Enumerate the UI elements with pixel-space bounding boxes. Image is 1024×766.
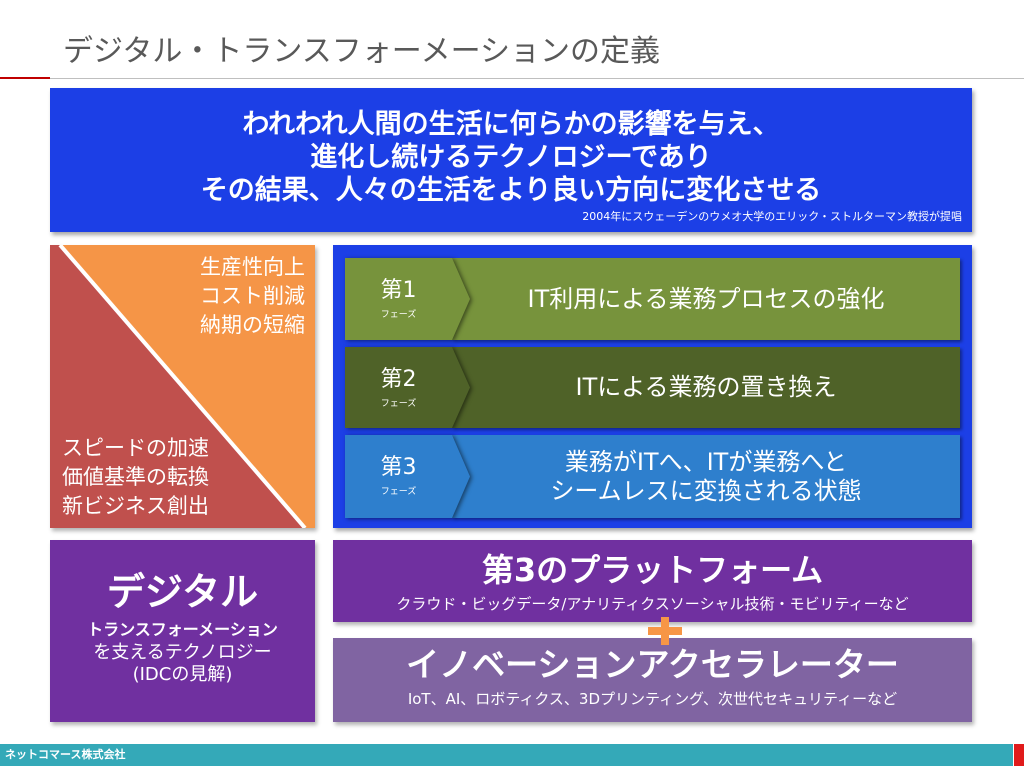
phases-panel: IT利用による業務プロセスの強化 第1 フェーズ ITによる業務の置き換え 第2… xyxy=(333,245,972,528)
accelerator-box: イノベーションアクセラレーター IoT、AI、ロボティクス、3Dプリンティング、… xyxy=(333,638,972,722)
definition-attribution: 2004年にスウェーデンのウメオ大学のエリック・ストルターマン教授が提唱 xyxy=(582,210,962,223)
benefit-item: 生産性向上 xyxy=(200,255,305,279)
phase-row-1: IT利用による業務プロセスの強化 第1 フェーズ xyxy=(345,258,960,340)
title-rule xyxy=(50,78,1024,79)
definition-box: われわれ人間の生活に何らかの影響を与え、 進化し続けるテクノロジーであり その結… xyxy=(50,88,972,232)
idc-line: を支えるテクノロジー xyxy=(93,642,272,663)
platform-subtitle: クラウド・ビッグデータ/アナリティクスソーシャル技術・モビリティーなど xyxy=(396,595,909,613)
benefit-item: 納期の短縮 xyxy=(200,313,305,337)
idc-description: を支えるテクノロジー (IDCの見解) xyxy=(50,642,315,686)
footer-bar: ネットコマース株式会社 xyxy=(0,744,1013,766)
phase-number: 第2 xyxy=(380,367,417,392)
footer-accent xyxy=(1014,744,1024,766)
phase-description-box: 業務がITへ、ITが業務へと シームレスに変換される状態 xyxy=(452,435,960,518)
phase-chevron-shape xyxy=(345,435,470,518)
idc-subheading: トランスフォーメーション xyxy=(87,620,278,639)
accelerator-title: イノベーションアクセラレーター xyxy=(406,645,899,684)
phase-number: 第3 xyxy=(380,455,417,480)
definition-line: 進化し続けるテクノロジーであり xyxy=(310,142,712,173)
plus-icon xyxy=(648,617,682,645)
phase-description: 業務がITへ、ITが業務へと xyxy=(564,447,848,476)
benefits-upper-list: 生産性向上 コスト削減 納期の短縮 xyxy=(200,253,305,340)
benefits-lower-list: スピードの加速 価値基準の転換 新ビジネス創出 xyxy=(62,434,209,521)
phase-chevron-shape xyxy=(345,258,470,340)
benefit-item: コスト削減 xyxy=(200,284,305,308)
footer-company: ネットコマース株式会社 xyxy=(5,748,126,761)
platform-box: 第3のプラットフォーム クラウド・ビッグデータ/アナリティクスソーシャル技術・モ… xyxy=(333,540,972,622)
benefits-divider xyxy=(58,245,307,528)
plus-icon-vertical xyxy=(661,617,669,645)
benefit-item: 価値基準の転換 xyxy=(62,465,209,489)
accelerator-subtitle: IoT、AI、ロボティクス、3Dプリンティング、次世代セキュリティーなど xyxy=(407,690,898,708)
platform-title: 第3のプラットフォーム xyxy=(481,551,824,589)
phase-chevron: 第1 フェーズ xyxy=(345,258,471,340)
benefits-diagonal-graphic xyxy=(50,245,315,528)
phase-row-2: ITによる業務の置き換え 第2 フェーズ xyxy=(345,347,960,428)
idc-heading: デジタル xyxy=(106,570,259,614)
phase-label: フェーズ xyxy=(380,487,417,497)
phase-description-box: IT利用による業務プロセスの強化 xyxy=(452,258,960,340)
phase-description-box: ITによる業務の置き換え xyxy=(452,347,960,428)
benefits-panel: 生産性向上 コスト削減 納期の短縮 スピードの加速 価値基準の転換 新ビジネス創… xyxy=(50,245,315,528)
phase-chevron-shape xyxy=(345,347,470,428)
phase-label: フェーズ xyxy=(380,310,417,320)
phase-row-3: 業務がITへ、ITが業務へと シームレスに変換される状態 第3 フェーズ xyxy=(345,435,960,518)
phase-description: シームレスに変換される状態 xyxy=(550,476,862,505)
phase-description: IT利用による業務プロセスの強化 xyxy=(527,284,885,313)
benefit-item: 新ビジネス創出 xyxy=(62,494,209,518)
definition-text: われわれ人間の生活に何らかの影響を与え、 進化し続けるテクノロジーであり その結… xyxy=(50,108,972,207)
phase-label: フェーズ xyxy=(380,399,417,409)
phase-description: ITによる業務の置き換え xyxy=(575,373,837,401)
phase-chevron: 第2 フェーズ xyxy=(345,347,471,428)
benefit-item: スピードの加速 xyxy=(62,436,209,460)
definition-line: その結果、人々の生活をより良い方向に変化させる xyxy=(200,175,822,206)
title-rule-accent xyxy=(0,77,50,79)
page-title: デジタル・トランスフォーメーションの定義 xyxy=(63,34,660,69)
idc-panel: デジタル トランスフォーメーション を支えるテクノロジー (IDCの見解) xyxy=(50,540,315,722)
phase-chevron: 第3 フェーズ xyxy=(345,435,471,518)
phase-number: 第1 xyxy=(380,278,417,303)
definition-line: われわれ人間の生活に何らかの影響を与え、 xyxy=(242,109,780,140)
idc-line: (IDCの見解) xyxy=(132,664,233,685)
